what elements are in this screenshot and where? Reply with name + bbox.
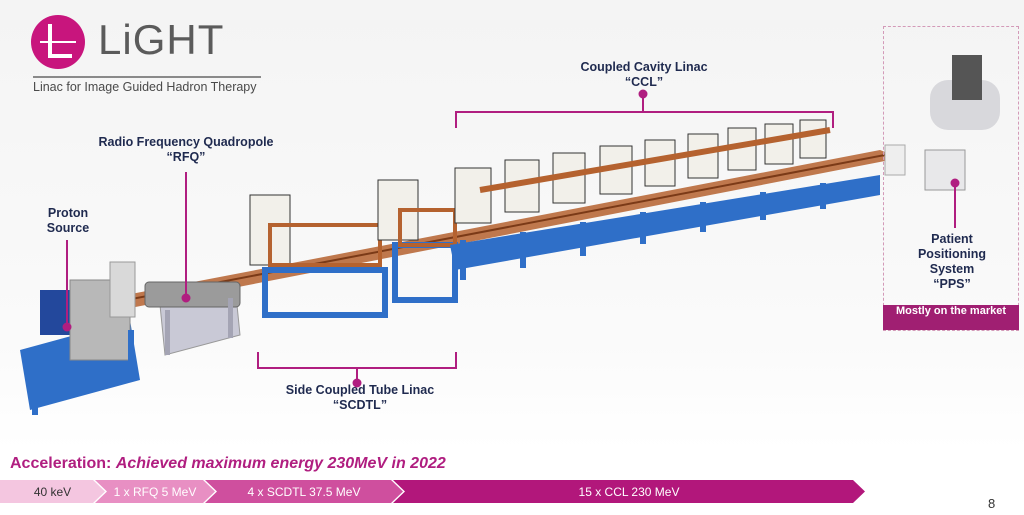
pps-label-line: System [929, 262, 975, 276]
pps-label-line: Patient [931, 232, 973, 246]
logo-divider [33, 76, 261, 78]
proton-label-line: Proton [47, 206, 89, 220]
scdtl-bracket [257, 352, 457, 388]
proton-source-module [20, 261, 140, 415]
acceleration-prefix: Acceleration: [10, 455, 112, 472]
proton-pointer [62, 240, 72, 332]
pps-dashed-box [883, 26, 1019, 331]
page-number: 8 [988, 496, 996, 511]
acceleration-title: Acceleration: Achieved maximum energy 23… [10, 455, 446, 473]
pps-label-line: “PPS” [933, 277, 971, 291]
market-badge: Mostly on the market [883, 305, 1019, 330]
stage-ccl: 15 x CCL 230 MeV [393, 480, 865, 503]
proton-source-label: Proton Source [30, 206, 106, 236]
rfq-label: Radio Frequency Quadropole “RFQ” [90, 135, 282, 165]
light-logo-icon [31, 15, 85, 69]
stage-scdtl: 4 x SCDTL 37.5 MeV [205, 480, 403, 503]
ccl-label: Coupled Cavity Linac “CCL” [566, 60, 722, 90]
rfq-module [144, 281, 241, 356]
ccl-label-line: Coupled Cavity Linac [580, 60, 708, 74]
stage-40kev: 40 keV [0, 480, 105, 503]
ccl-modules [450, 119, 880, 280]
scdtl-modules [249, 179, 458, 318]
logo-text: LiGHT [98, 16, 225, 63]
pps-module [884, 55, 1000, 191]
scdtl-label: Side Coupled Tube Linac “SCDTL” [272, 383, 448, 413]
pps-label: Patient Positioning System “PPS” [900, 232, 1004, 292]
rfq-label-line: “RFQ” [166, 150, 206, 164]
acceleration-text: Achieved maximum energy 230MeV in 2022 [115, 455, 446, 472]
pps-label-line: Positioning [917, 247, 987, 261]
scdtl-label-line: Side Coupled Tube Linac [285, 383, 435, 397]
proton-label-line: Source [46, 221, 90, 235]
logo-subtitle: Linac for Image Guided Hadron Therapy [33, 80, 257, 94]
ccl-bracket [455, 89, 834, 128]
scdtl-label-line: “SCDTL” [332, 398, 388, 412]
ccl-label-line: “CCL” [624, 75, 664, 89]
rfq-label-line: Radio Frequency Quadropole [98, 135, 274, 149]
rfq-pointer [181, 172, 191, 303]
pps-pointer [950, 178, 960, 228]
stage-rfq: 1 x RFQ 5 MeV [95, 480, 215, 503]
